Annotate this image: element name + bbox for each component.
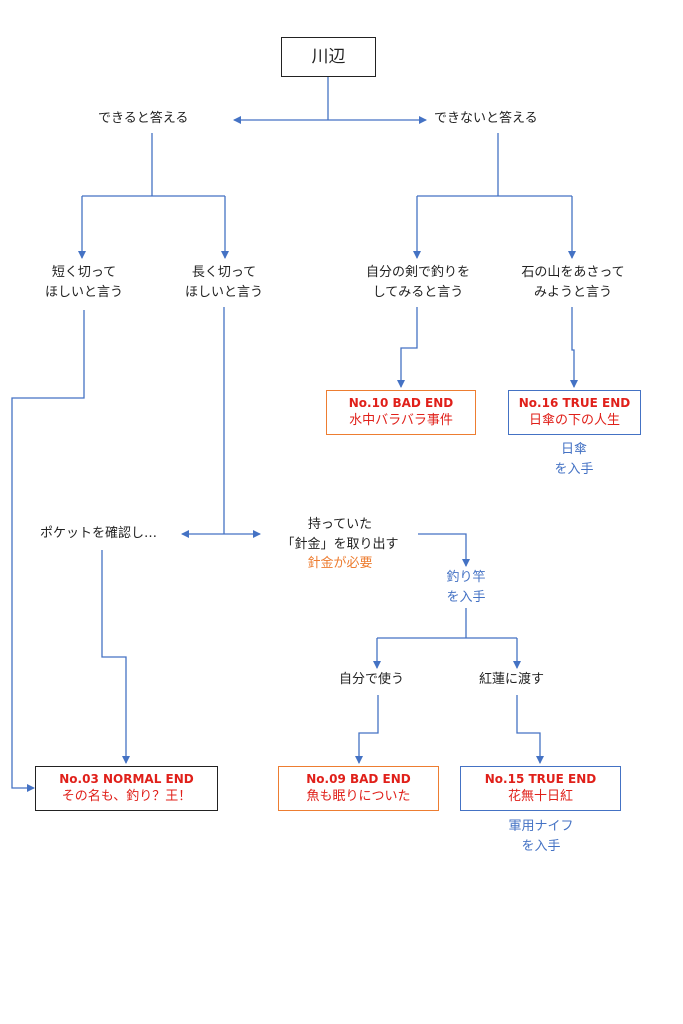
node-pocket-check: ポケットを確認し… <box>40 526 158 541</box>
edge-to-end10 <box>397 307 418 388</box>
edge-to-end09 <box>355 695 379 764</box>
item-military-knife: 軍用ナイフを入手 <box>508 819 574 854</box>
item-parasol: 日傘を入手 <box>554 442 594 477</box>
node-can-answer: できると答える <box>98 111 189 126</box>
edge-pocket-to-end03 <box>101 550 130 764</box>
edge-short-to-end03 <box>11 310 85 792</box>
requirement-wire: 針金が必要 <box>307 556 373 571</box>
node-self-use: 自分で使う <box>339 672 405 687</box>
edge-can-trunk <box>82 133 225 197</box>
edge-to-end15 <box>516 695 544 764</box>
edge-wire-to-rod <box>418 533 470 567</box>
edge-to-end16 <box>570 307 578 388</box>
node-give-guren: 紅蓮に渡す <box>479 672 545 687</box>
node-long-cut: 長く切ってほしいと言う <box>184 265 263 300</box>
edge-cannot-trunk <box>417 133 572 197</box>
node-own-sword: 自分の剣で釣りをしてみると言う <box>365 265 470 300</box>
node-wire: 持っていた「針金」を取り出す <box>281 517 399 552</box>
item-fishing-rod: 釣り竿を入手 <box>446 570 486 605</box>
edge-rod-trunk <box>377 608 517 639</box>
node-short-cut: 短く切ってほしいと言う <box>44 265 123 300</box>
node-cannot-answer: できないと答える <box>434 111 538 126</box>
node-stone-pile: 石の山をあさってみようと言う <box>521 265 625 300</box>
root-node: 川辺 <box>281 37 376 77</box>
